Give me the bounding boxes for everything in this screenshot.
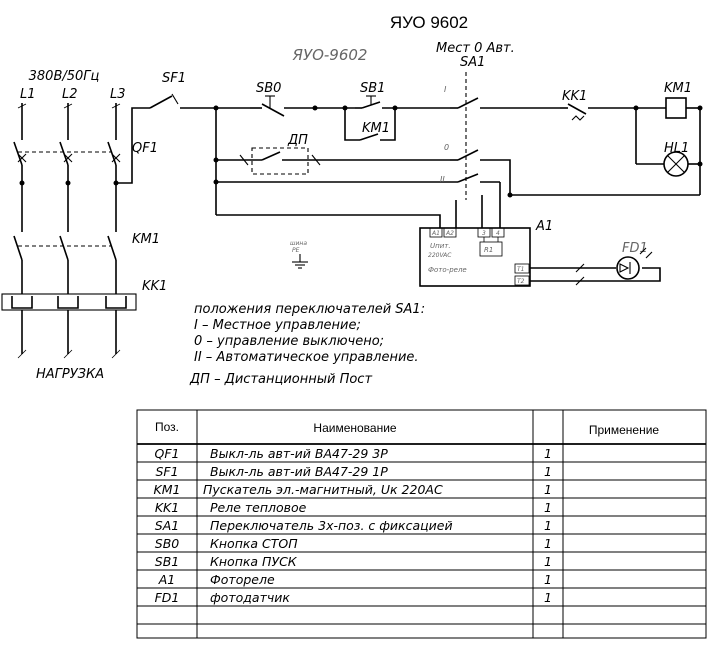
row-name: Реле тепловое: [210, 500, 307, 515]
row-qty: 1: [544, 482, 552, 497]
row-qty: 1: [544, 572, 552, 587]
relay-upit: Uпит.: [430, 242, 451, 250]
header-pos: Поз.: [155, 420, 179, 434]
row-pos: SB1: [155, 554, 179, 569]
note-line: положения переключателей SA1:: [194, 302, 425, 317]
note-line: II – Автоматическое управление.: [194, 350, 419, 365]
kk1-main-label: KK1: [142, 279, 167, 294]
page-title: ЯУО 9602: [390, 13, 468, 32]
ground-label-b: PE: [292, 247, 300, 254]
control-circuit: SF1 SB0 SB1 KM1 ДП: [116, 41, 703, 228]
note-line: 0 – управление выключено;: [194, 334, 384, 349]
row-name: Пускатель эл.-магнитный, Uк 220АС: [203, 482, 443, 497]
row-qty: 1: [544, 446, 552, 461]
table-row: KK1 Реле тепловое 1: [155, 500, 552, 515]
row-qty: 1: [544, 518, 552, 533]
table-row: SB1 Кнопка ПУСК 1: [155, 554, 552, 569]
relay-terminal-t2: T2: [517, 278, 525, 285]
fd1-label: FD1: [622, 241, 648, 256]
relay-terminal-a2: A2: [445, 230, 454, 237]
dp-note: ДП – Дистанционный Пост: [189, 372, 372, 387]
relay-terminal-a1: A1: [431, 230, 440, 237]
table-row: A1 Фотореле 1: [158, 572, 552, 587]
row-name: фотодатчик: [210, 590, 290, 605]
ground-symbol: шина PE: [290, 240, 308, 269]
sf1-label: SF1: [162, 71, 186, 86]
relay-terminal-t1: T1: [517, 266, 524, 273]
row-pos: SF1: [155, 464, 178, 479]
relay-name: Фото-реле: [428, 266, 467, 274]
relay-voltage: 220VAC: [428, 252, 452, 259]
sa1-pos-0: 0: [444, 143, 449, 152]
row-pos: SA1: [155, 518, 179, 533]
kk1-ctrl-label: KK1: [562, 89, 587, 104]
phase-l2-label: L2: [62, 87, 78, 102]
row-pos: A1: [158, 572, 176, 587]
row-name: Выкл-ль авт-ий ВА47-29 1Р: [210, 464, 388, 479]
sb1-label: SB1: [360, 81, 385, 96]
row-name: Переключатель 3х-поз. с фиксацией: [210, 518, 453, 533]
row-pos: KM1: [154, 482, 181, 497]
row-name: Выкл-ль авт-ий ВА47-29 3Р: [210, 446, 388, 461]
row-pos: FD1: [155, 590, 180, 605]
row-qty: 1: [544, 500, 552, 515]
note-line: I – Местное управление;: [194, 318, 361, 333]
photo-relay-a1: A1 A1 A2 3 4 Uпит. 220VAC R1 Фото-реле T…: [419, 219, 553, 287]
row-qty: 1: [544, 464, 552, 479]
notes-block: положения переключателей SA1: I – Местно…: [189, 302, 425, 387]
hl1-label: HL1: [664, 141, 689, 156]
load-label: НАГРУЗКА: [36, 367, 104, 382]
row-name: Кнопка ПУСК: [210, 554, 298, 569]
photosensor-fd1: FD1: [530, 241, 661, 286]
row-pos: KK1: [155, 500, 179, 515]
sa1-pos-ii: II: [440, 175, 445, 184]
relay-terminal-3: 3: [482, 230, 486, 237]
table-row: SB0 Кнопка СТОП 1: [155, 536, 552, 551]
km1-coil-label: KM1: [664, 81, 692, 96]
row-name: Кнопка СТОП: [210, 536, 298, 551]
table-row: FD1 фотодатчик 1: [155, 590, 552, 605]
power-circuit: 380В/50Гц L1 L2 L3: [1, 69, 167, 382]
sa1-pos-i: I: [444, 85, 447, 94]
phase-wires: [1, 103, 137, 359]
header-name: Наименование: [313, 421, 397, 435]
sa1-label: SA1: [460, 55, 485, 70]
table-row: KM1 Пускатель эл.-магнитный, Uк 220АС 1: [154, 482, 552, 497]
row-name: Фотореле: [210, 572, 275, 587]
phase-l1-label: L1: [20, 87, 36, 102]
table-row: SF1 Выкл-ль авт-ий ВА47-29 1Р 1: [155, 464, 552, 479]
km1-hold-label: KM1: [362, 121, 390, 136]
header-application: Применение: [589, 423, 660, 437]
table-row: QF1 Выкл-ль авт-ий ВА47-29 3Р 1: [155, 446, 552, 461]
dp-label: ДП: [287, 133, 308, 148]
row-qty: 1: [544, 554, 552, 569]
row-pos: SB0: [155, 536, 180, 551]
row-qty: 1: [544, 536, 552, 551]
a1-label: A1: [535, 219, 553, 234]
supply-label: 380В/50Гц: [29, 69, 100, 84]
table-row: SA1 Переключатель 3х-поз. с фиксацией 1: [155, 518, 552, 533]
drawing-stamp: ЯУО-9602: [292, 46, 368, 64]
qf1-label: QF1: [132, 141, 158, 156]
spec-table: Поз. Наименование Применение QF1 Выкл-ль…: [136, 409, 707, 639]
relay-terminal-4: 4: [496, 230, 500, 237]
sb0-label: SB0: [256, 81, 281, 96]
row-qty: 1: [544, 590, 552, 605]
relay-r1: R1: [484, 246, 493, 254]
sa1-modes-label: Мест 0 Авт.: [436, 41, 515, 56]
ground-label-a: шина: [290, 240, 307, 247]
phase-l3-label: L3: [110, 87, 126, 102]
km1-main-label: KM1: [132, 232, 160, 247]
row-pos: QF1: [155, 446, 180, 461]
